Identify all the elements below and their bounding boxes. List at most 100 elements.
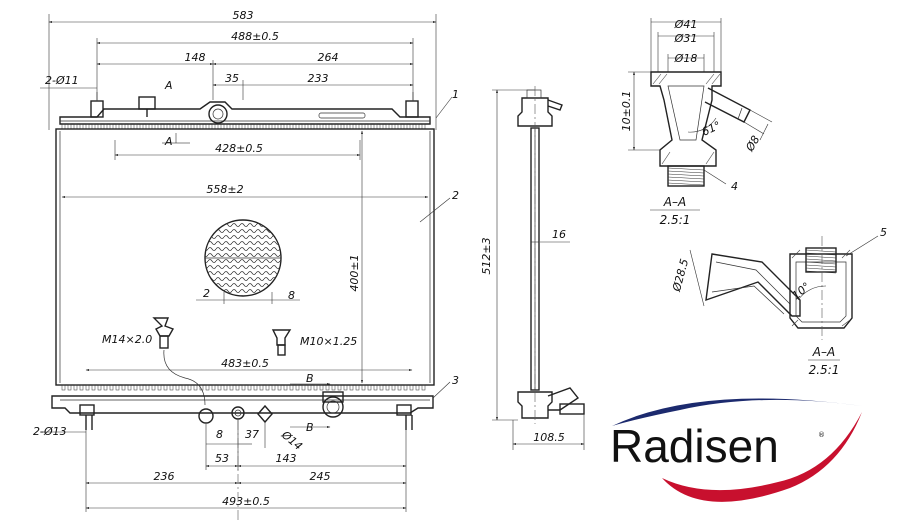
header-tooth (199, 384, 204, 391)
dim-small-8: 8 (216, 428, 223, 441)
dim-left-offset: 148 (185, 51, 206, 64)
header-tooth (133, 123, 138, 130)
header-tooth (319, 123, 324, 130)
header-tooth (235, 123, 240, 130)
header-tooth (325, 123, 330, 130)
header-tooth (175, 123, 180, 130)
header-tooth (301, 384, 306, 391)
header-tooth (385, 384, 390, 391)
section-a-top: A (164, 79, 173, 92)
header-tooth (271, 123, 276, 130)
brand-reg-mark: ® (818, 431, 825, 439)
dim-angle-61: 61° (700, 119, 723, 139)
thread-line (667, 170, 705, 174)
dim-core-height: 400±1 (348, 254, 361, 291)
header-tooth (121, 123, 126, 130)
header-tooth (283, 123, 288, 130)
detail-top-section: Ø41 Ø31 Ø18 10±0.1 61° Ø8 4 A–A 2.5:1 (620, 18, 773, 227)
header-tooth (343, 123, 348, 130)
header-tooth (163, 123, 168, 130)
header-tooth (373, 123, 378, 130)
dim-bottom-mount: 483±0.5 (221, 357, 269, 370)
header-tooth (379, 384, 384, 391)
scale-label-bottom: 2.5:1 (809, 363, 840, 377)
thread-line (805, 270, 837, 274)
header-tooth (61, 384, 66, 391)
header-tooth (67, 384, 72, 391)
header-tooth (211, 384, 216, 391)
header-tooth (253, 384, 258, 391)
dim-bottom-span: 493±0.5 (222, 495, 270, 508)
header-tooth (79, 384, 84, 391)
radisen-logo: Radisen ® (610, 398, 862, 502)
header-tooth (289, 123, 294, 130)
header-tooth (235, 384, 240, 391)
thread-line (805, 258, 837, 262)
header-tooth (229, 123, 234, 130)
header-tooth (367, 123, 372, 130)
header-tooth (91, 384, 96, 391)
dim-d18: Ø18 (674, 52, 698, 65)
header-tooth (211, 123, 216, 130)
header-tooth (181, 384, 186, 391)
front-view: 583 488±0.5 148 264 35 233 2-Ø11 A A 428… (33, 9, 459, 520)
dim-dia-14: Ø14 (278, 428, 304, 453)
section-label-bottom: A–A (812, 345, 835, 359)
header-tooth (295, 123, 300, 130)
header-tooth (91, 123, 96, 130)
logo-swoosh-blue (612, 398, 862, 426)
header-tooth (217, 123, 222, 130)
header-tooth (145, 123, 150, 130)
thread-line (805, 249, 837, 253)
header-tooth (397, 123, 402, 130)
header-tooth (205, 123, 210, 130)
callout-1: 1 (452, 88, 459, 101)
header-tooth (277, 384, 282, 391)
header-tooth (337, 123, 342, 130)
header-tooth (253, 123, 258, 130)
thread-line (805, 255, 837, 259)
header-tooth (223, 384, 228, 391)
header-tooth (265, 384, 270, 391)
callout-3: 3 (452, 374, 459, 387)
dim-h10: 10±0.1 (620, 91, 633, 132)
dim-side-height: 512±3 (480, 237, 493, 274)
header-tooth (241, 123, 246, 130)
header-tooth (103, 384, 108, 391)
header-tooth (403, 123, 408, 130)
dim-thread-m14: M14×2.0 (102, 333, 152, 346)
header-tooth (199, 123, 204, 130)
header-tooth (241, 384, 246, 391)
header-tooth (115, 384, 120, 391)
header-tooth (109, 123, 114, 130)
header-tooth (307, 384, 312, 391)
dim-pin-dia-bottom: 2-Ø13 (33, 425, 67, 438)
header-tooth (79, 123, 84, 130)
dim-angle-10: 10° (790, 280, 813, 302)
header-tooth (187, 123, 192, 130)
header-tooth (115, 123, 120, 130)
header-tooth (331, 384, 336, 391)
header-tooth (283, 384, 288, 391)
dim-d28-5: Ø28.5 (670, 257, 691, 293)
thread-line (667, 173, 705, 177)
header-tooth (247, 384, 252, 391)
thread-line (667, 179, 705, 183)
header-tooth (169, 384, 174, 391)
header-tooth (223, 123, 228, 130)
header-tooth (163, 384, 168, 391)
header-tooth (421, 123, 426, 130)
thread-line (805, 264, 837, 268)
dim-thread-m10: M10×1.25 (300, 335, 357, 348)
header-tooth (193, 123, 198, 130)
header-tooth (247, 123, 252, 130)
header-tooth (97, 384, 102, 391)
dim-d8: Ø8 (743, 133, 763, 154)
header-tooth (139, 384, 144, 391)
header-tooth (127, 123, 132, 130)
header-tooth (205, 384, 210, 391)
header-tooth (421, 384, 426, 391)
dim-d31: Ø31 (674, 32, 698, 45)
callout-2: 2 (452, 189, 459, 202)
